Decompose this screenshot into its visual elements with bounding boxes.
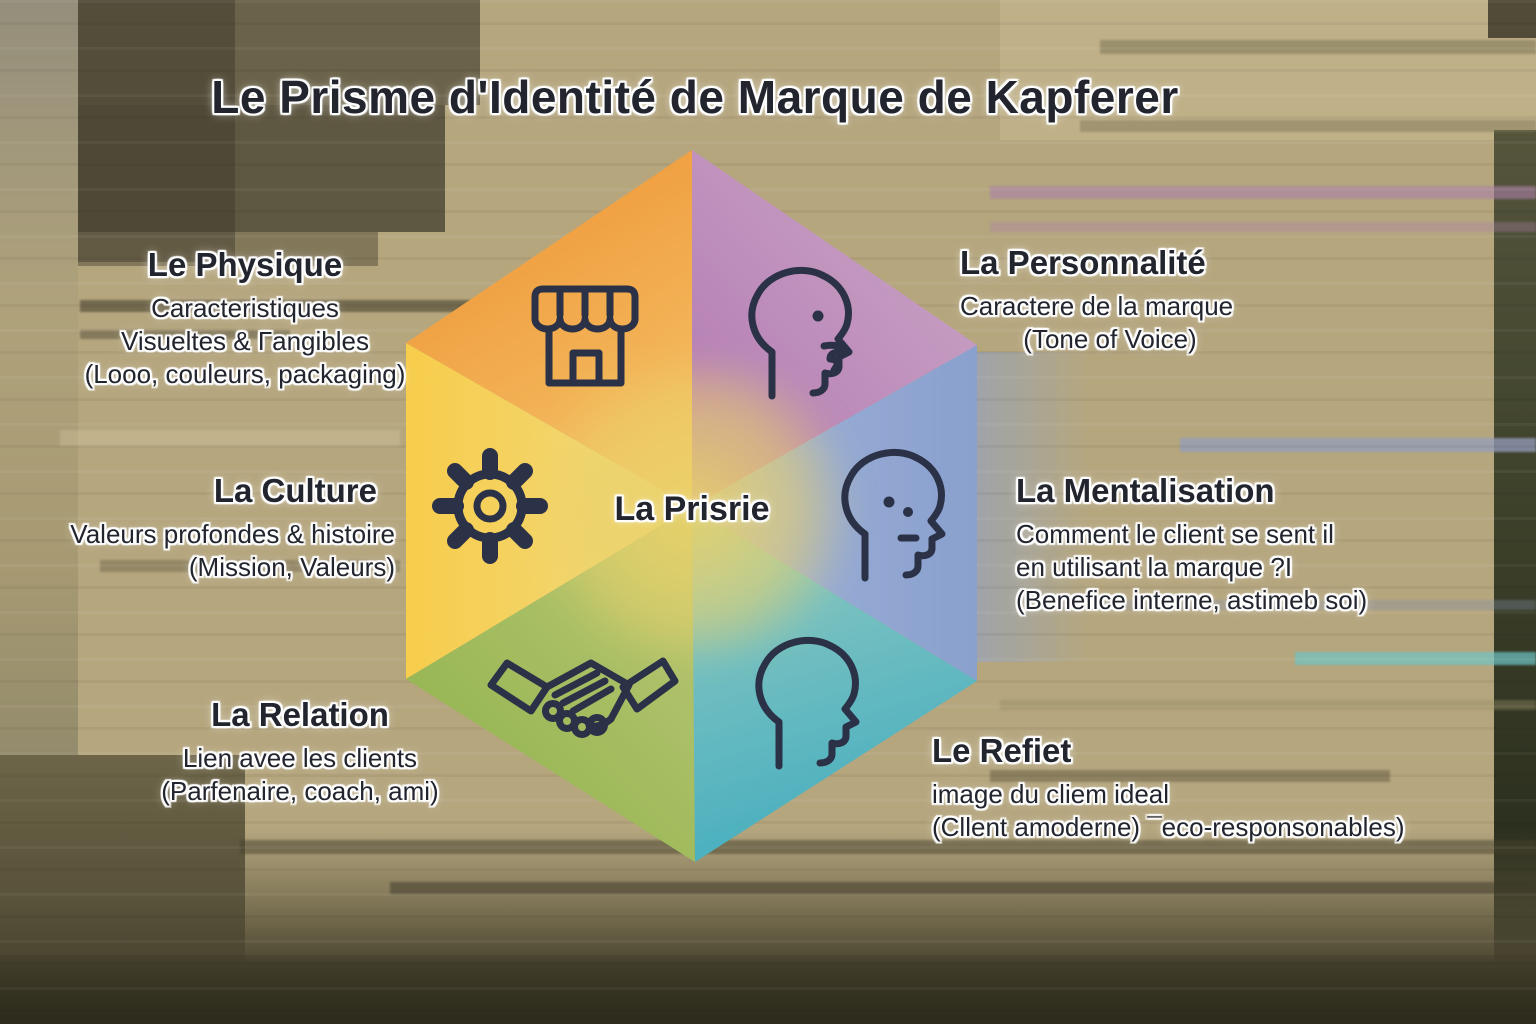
personnalite-line: (Tone of Voice) — [1023, 324, 1197, 354]
bg-streak — [1100, 40, 1536, 54]
mentalisation-line: (Benefice interne, astimeb soi) — [1016, 585, 1368, 615]
physique-heading: Le Physique — [147, 246, 343, 283]
bg-streak — [1000, 700, 1536, 710]
bg-streak — [80, 300, 480, 312]
bg-streak — [60, 430, 400, 446]
bg-streak — [1040, 600, 1536, 610]
talking-head-icon — [752, 270, 849, 396]
bg-streak — [990, 222, 1536, 232]
prism-center-blend — [522, 360, 862, 660]
relation-line: (Parfenaire, coach, ami) — [161, 776, 439, 806]
physique-line: Visueltes & Γangibles — [121, 326, 369, 356]
prism-center-label: La Prisrie — [614, 490, 770, 528]
bg-topleft-dark-column — [78, 0, 235, 262]
bg-blue-side-wash — [977, 352, 1089, 662]
bg-bottom-dark-strip — [0, 955, 1536, 1024]
reflet-heading: Le Refiet — [932, 732, 1072, 769]
bg-topleft-step — [78, 232, 378, 266]
personnalite-heading: La Personnalité — [960, 244, 1206, 281]
culture-line: (Mission, Valeurs) — [188, 552, 395, 582]
culture-line: Valeurs profondes & histoire — [70, 519, 395, 549]
section-personnalite: La Personnalité Caractere de la marque (… — [960, 244, 1320, 356]
reflet-line: (Cllent amoderne) ¯eco-responsonables) — [932, 812, 1405, 842]
bg-topright-wash — [1000, 0, 1536, 140]
bg-streak — [240, 840, 1536, 854]
physique-line: (Looo, couleurs, packaging) — [84, 359, 406, 389]
gear-icon — [432, 448, 548, 564]
bg-streak — [1295, 652, 1536, 665]
bg-streak — [990, 770, 1390, 782]
section-physique: Le Physique Caracteristiques Visueltes &… — [30, 246, 460, 391]
bg-streak — [80, 330, 290, 339]
bg-streak — [990, 186, 1536, 199]
relation-line: Lien avee les clients — [182, 743, 418, 773]
thinking-head-icon — [845, 452, 942, 578]
bg-streak — [390, 882, 1536, 894]
section-culture: La Culture Valeurs profondes & histoire … — [10, 472, 395, 584]
store-icon — [531, 285, 639, 387]
bg-streak — [1180, 438, 1536, 452]
mentalisation-heading: La Mentalisation — [1016, 472, 1275, 509]
handshake-icon — [487, 657, 679, 738]
mentalisation-line: en utilisant la marque ?I — [1016, 552, 1293, 582]
section-relation: La Relation Lien avee les clients (Parfe… — [120, 696, 480, 808]
bg-topright-corner — [1488, 0, 1536, 38]
bg-streak — [1080, 120, 1536, 132]
page-title: Le Prisme d'Identité de Marque de Kapfer… — [211, 71, 1179, 123]
relation-heading: La Relation — [211, 696, 389, 733]
culture-heading: La Culture — [213, 472, 377, 509]
mentalisation-line: Comment le client se sent il — [1016, 519, 1334, 549]
personnalite-line: Caractere de la marque — [960, 291, 1234, 321]
reflet-line: image du cliem ideal — [932, 779, 1170, 809]
bg-streak — [100, 560, 400, 572]
section-reflet: Le Refiet image du cliem ideal (Cllent a… — [932, 732, 1502, 844]
section-mentalisation: La Mentalisation Comment le client se se… — [1016, 472, 1446, 617]
physique-line: Caracteristiques — [151, 293, 339, 323]
